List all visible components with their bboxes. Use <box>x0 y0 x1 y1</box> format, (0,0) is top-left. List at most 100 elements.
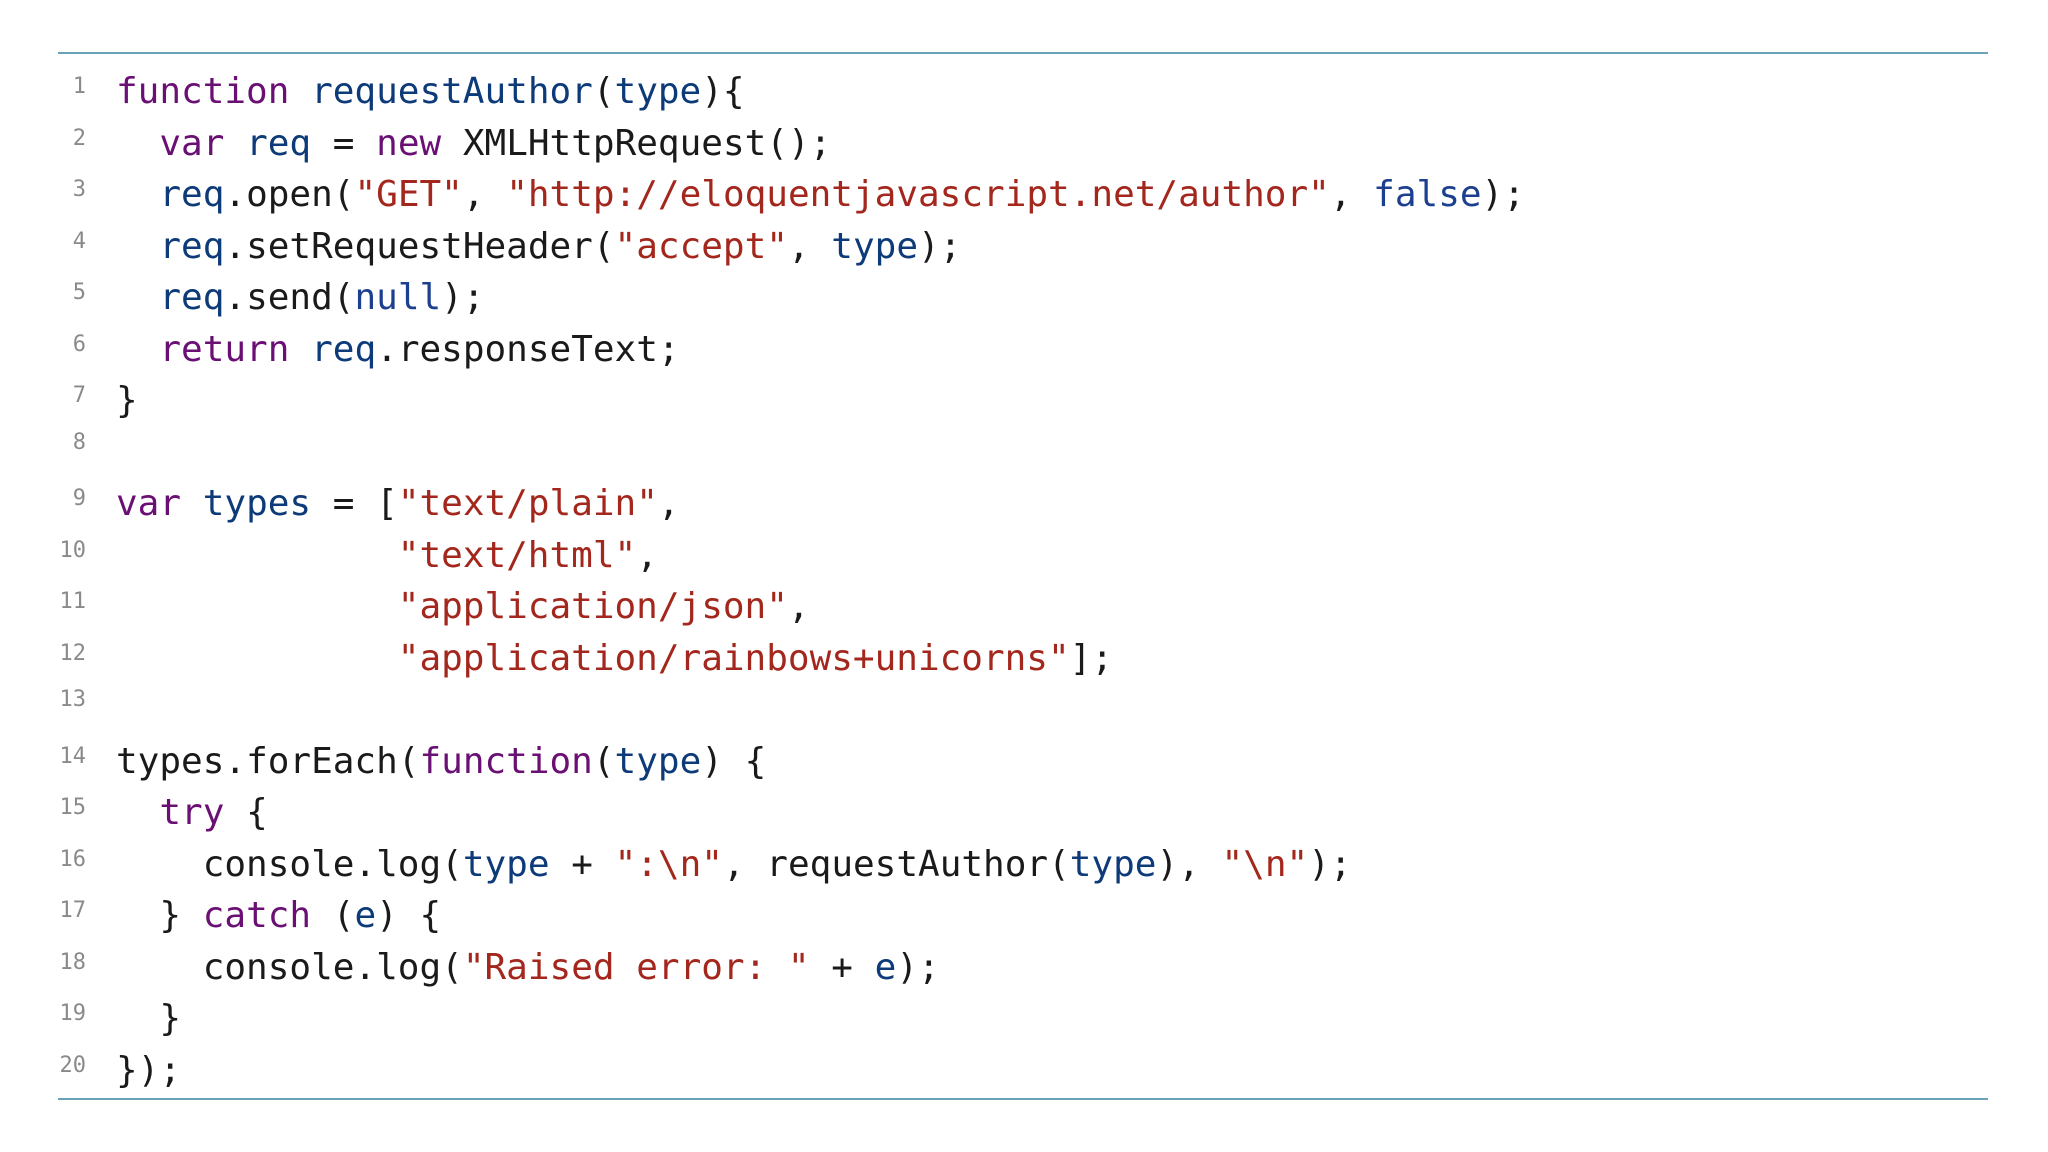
code-token-keyword: function <box>419 740 593 782</box>
code-line: 6 return req.responseText; <box>58 324 1988 376</box>
code-line: 7} <box>58 375 1988 427</box>
code-token-punct: . <box>224 174 247 215</box>
line-code: function requestAuthor(type){ <box>116 66 1988 118</box>
code-token-string: "text/plain" <box>397 483 658 524</box>
line-number: 9 <box>72 486 86 511</box>
line-number: 13 <box>59 687 87 712</box>
code-token-punct: . <box>224 225 247 267</box>
code-token-string: "application/json" <box>397 586 788 627</box>
code-token-punct: . <box>354 843 377 885</box>
code-token-punct: ) { <box>376 895 442 936</box>
code-token-keyword: return <box>159 328 290 370</box>
line-number: 14 <box>59 743 87 769</box>
code-token-variable: requestAuthor <box>766 843 1049 885</box>
code-line: 12 "application/rainbows+unicorns"]; <box>58 633 1988 685</box>
code-line: 17 } catch (e) { <box>58 890 1988 942</box>
code-token-punct: ( <box>592 225 615 267</box>
code-token-plain <box>289 71 311 112</box>
code-line: 4 req.setRequestHeader("accept", type); <box>58 221 1988 273</box>
line-code: try { <box>116 787 1988 839</box>
line-code: "text/html", <box>116 530 1988 582</box>
code-token-punct: ), <box>1156 843 1222 885</box>
line-number: 18 <box>59 949 87 975</box>
line-code: console.log("Raised error: " + e); <box>116 942 1988 994</box>
code-token-variable: types <box>116 740 225 782</box>
code-token-plain <box>116 947 203 988</box>
code-token-keyword: var <box>116 483 182 524</box>
line-code: } <box>116 993 1988 1045</box>
code-token-def: e <box>354 895 377 936</box>
code-token-def: requestAuthor <box>311 71 593 112</box>
code-token-punct: ( <box>397 740 420 782</box>
code-line: 8 <box>58 427 1988 479</box>
code-token-variable: console <box>202 843 355 885</box>
line-number: 19 <box>59 1001 87 1026</box>
line-number: 11 <box>59 589 87 614</box>
code-token-def: req <box>246 122 312 164</box>
code-token-atom: false <box>1373 174 1482 215</box>
code-token-string: "http://eloquentjavascript.net/author" <box>506 174 1330 215</box>
code-token-punct: ); <box>918 225 962 267</box>
code-token-string: "accept" <box>614 225 788 267</box>
code-token-punct: ); <box>1308 843 1352 885</box>
code-token-punct: , <box>787 586 810 627</box>
code-token-string: "GET" <box>354 174 463 215</box>
code-token-def: req <box>159 174 225 215</box>
code-line: 3 req.open("GET", "http://eloquentjavasc… <box>58 169 1988 221</box>
code-token-def: req <box>159 225 225 267</box>
code-token-punct: . <box>224 740 247 782</box>
code-line: 13 <box>58 684 1988 736</box>
code-token-punct: } <box>159 998 182 1039</box>
line-number: 6 <box>72 331 86 357</box>
code-token-punct: ( <box>441 843 463 885</box>
code-token-property: forEach <box>246 740 398 782</box>
line-number: 5 <box>72 280 86 305</box>
code-token-punct: , <box>657 483 680 524</box>
code-token-def: e <box>874 946 897 988</box>
code-token-punct: ( <box>311 895 355 936</box>
code-token-punct: } <box>116 380 138 421</box>
code-token-punct: [ <box>376 483 398 524</box>
line-code: console.log(type + ":\n", requestAuthor(… <box>116 839 1988 891</box>
code-token-plain <box>116 586 398 627</box>
code-token-punct: . <box>376 328 398 370</box>
line-number: 8 <box>72 429 86 455</box>
code-token-punct: ( <box>332 277 355 318</box>
line-code: } catch (e) { <box>116 890 1988 942</box>
code-token-keyword: new <box>376 122 442 164</box>
code-token-plain <box>181 483 203 524</box>
line-number: 16 <box>59 846 87 872</box>
line-number: 1 <box>72 74 86 99</box>
code-token-plain <box>116 998 159 1039</box>
line-number: 7 <box>72 383 86 408</box>
code-token-punct: , <box>722 843 767 885</box>
code-token-property: log <box>376 946 442 988</box>
code-token-keyword: function <box>116 71 290 112</box>
code-line: 19 } <box>58 993 1988 1045</box>
code-token-def: type <box>831 225 918 267</box>
code-token-property: log <box>376 843 442 885</box>
code-token-plain <box>116 535 398 576</box>
line-code: var types = ["text/plain", <box>116 478 1988 530</box>
code-token-plain <box>116 277 159 318</box>
line-code: return req.responseText; <box>116 324 1988 376</box>
line-number: 17 <box>59 898 87 923</box>
code-token-string: "\n" <box>1221 843 1309 885</box>
code-token-property: open <box>246 174 333 215</box>
code-token-plain <box>116 844 203 885</box>
code-token-punct: , <box>462 174 507 215</box>
code-token-punct: (); <box>766 122 832 164</box>
line-code: "application/json", <box>116 581 1988 633</box>
code-token-punct: ( <box>1048 843 1070 885</box>
code-token-string: ":\n" <box>614 843 723 885</box>
line-code: req.open("GET", "http://eloquentjavascri… <box>116 169 1988 221</box>
code-token-punct: , <box>1329 174 1374 215</box>
code-token-punct: ); <box>896 946 940 988</box>
code-token-def: type <box>1069 843 1157 885</box>
code-token-property: responseText <box>397 328 658 370</box>
code-token-punct: ( <box>592 740 615 782</box>
code-token-plain <box>116 638 398 679</box>
code-token-plain: = <box>311 483 377 524</box>
